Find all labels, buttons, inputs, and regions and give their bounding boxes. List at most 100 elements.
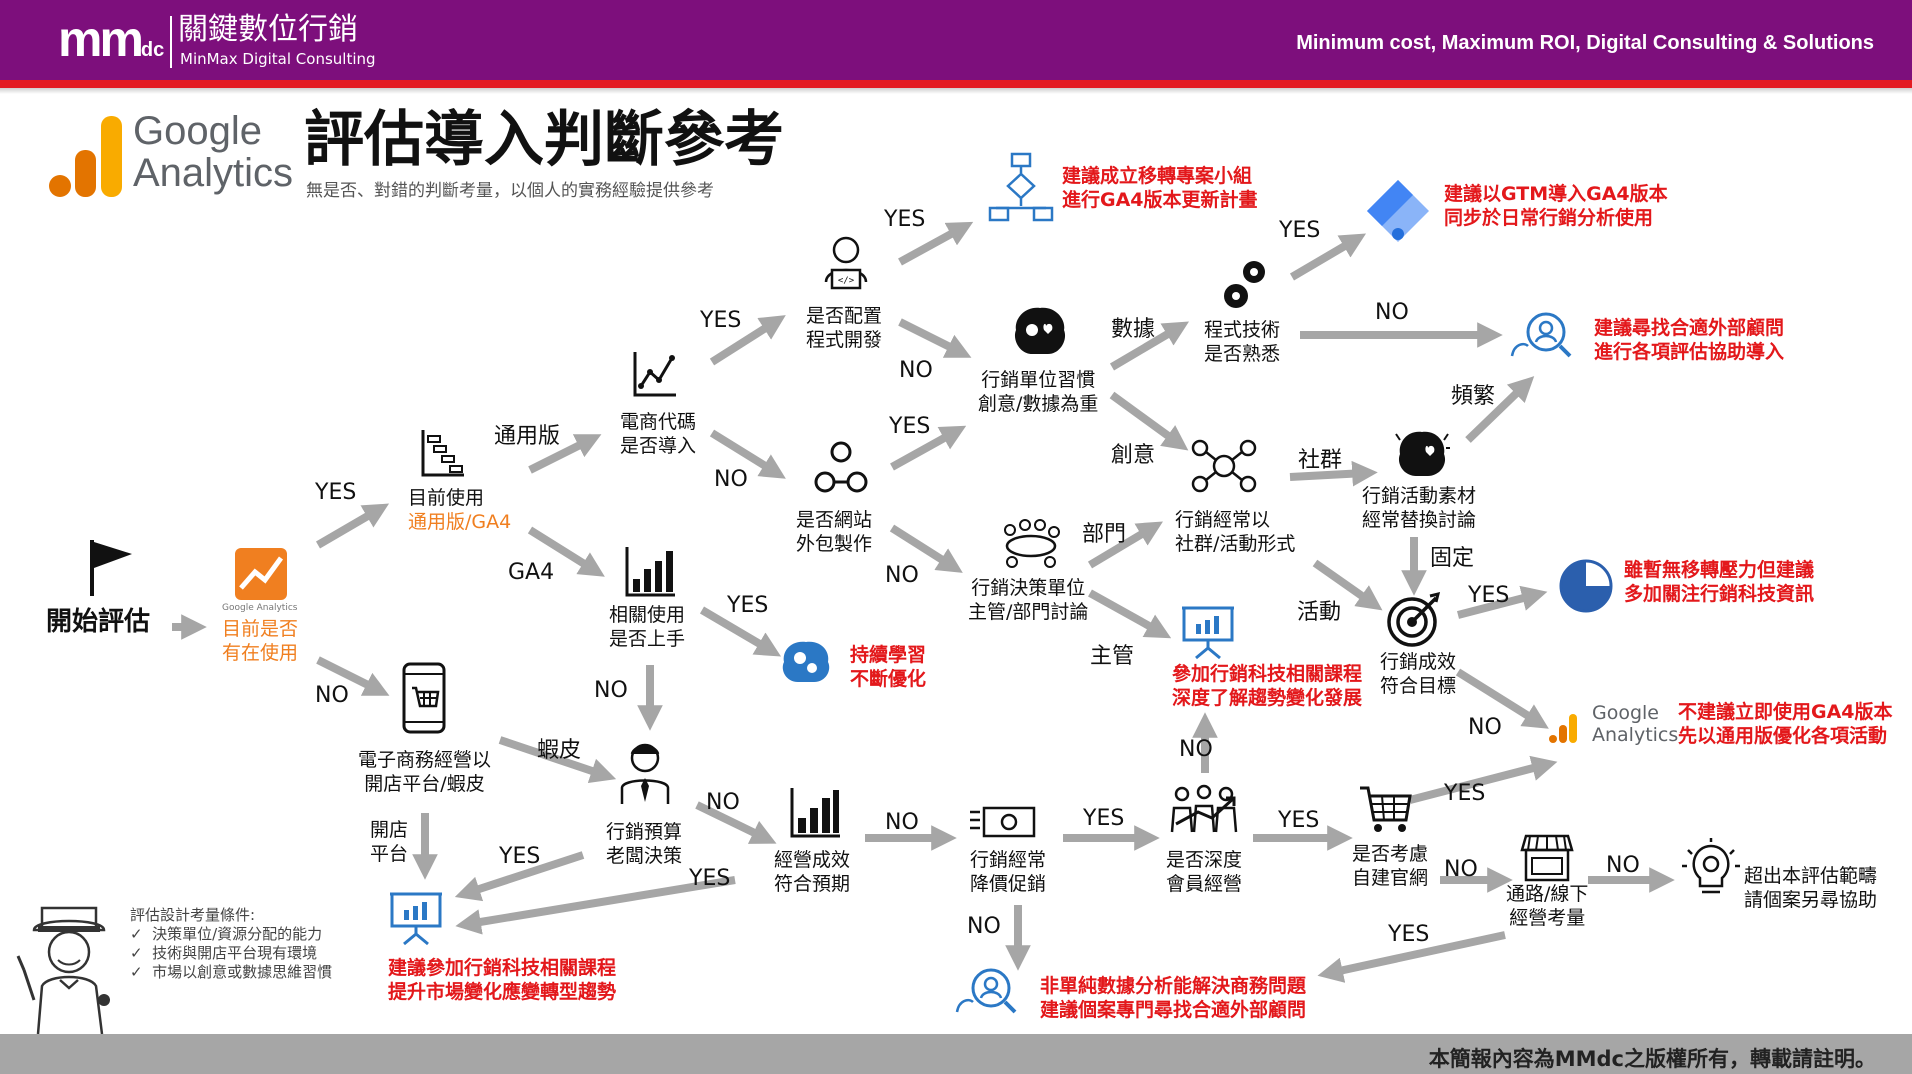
line-chart-icon <box>633 352 676 397</box>
label-shop-platform: 開店平台 <box>370 819 409 865</box>
gtm-result: 建議以GTM導入GA4版本同步於日常行銷分析使用 <box>1444 183 1668 229</box>
label-ga4: GA4 <box>508 560 555 585</box>
arrow-yes-migration <box>898 221 974 266</box>
tech-node: 程式技術是否熟悉 <box>1204 319 1281 365</box>
goal-node: 行銷成效符合目標 <box>1380 651 1457 697</box>
brand-name-cn: 關鍵數位行銷 <box>178 12 358 47</box>
brand-name-en: MinMax Digital Consulting <box>180 50 376 68</box>
learn-result: 持續學習不斷優化 <box>850 644 927 690</box>
idea-bulb-gear-icon <box>1682 838 1740 894</box>
dev-node: 是否配置程式開發 <box>806 305 883 351</box>
google-analytics-trend-icon <box>235 548 287 600</box>
label-data: 數據 <box>1111 317 1156 342</box>
page-title: 評估導入判斷參考 <box>304 105 784 175</box>
course-result: 參加行銷科技相關課程深度了解趨勢變化發展 <box>1172 663 1363 709</box>
arrow-yes-budget-market <box>454 851 585 902</box>
header-tagline: Minimum cost, Maximum ROI, Digital Consu… <box>1296 32 1874 54</box>
label-yes: YES <box>689 866 731 891</box>
label-universal: 通用版 <box>494 424 561 449</box>
label-frequent: 頻繁 <box>1451 384 1496 409</box>
presentation-board-icon <box>1182 606 1234 660</box>
presentation-board-icon <box>390 892 442 946</box>
arrow-frequent <box>1465 376 1535 443</box>
network-people-icon <box>814 441 868 493</box>
gantt-chart-icon <box>421 430 464 477</box>
label-no: NO <box>594 678 628 703</box>
current-use-brand: Google Analytics <box>222 603 298 613</box>
bar-chart-icon <box>625 547 675 597</box>
arrow-no-habit <box>898 318 972 358</box>
label-no: NO <box>315 683 349 708</box>
svg-text:</>: </> <box>838 276 855 286</box>
arrow-ga4 <box>527 526 605 577</box>
complex-result: 非單純數據分析能解決商務問題建議個案專門尋找合適外部顧問 <box>1040 975 1307 1021</box>
pie-chart-icon <box>1559 559 1613 613</box>
flowchart-icon <box>988 152 1054 222</box>
label-yes: YES <box>700 308 742 333</box>
habit-node: 行銷單位習慣創意/數據為重 <box>978 369 1099 415</box>
label-fixed: 固定 <box>1430 546 1475 571</box>
brain-gear-icon <box>782 641 830 682</box>
brand-divider <box>170 16 172 68</box>
member-node: 是否深度會員經營 <box>1166 849 1243 895</box>
label-no: NO <box>967 914 1001 939</box>
social-network-icon <box>1191 439 1257 493</box>
label-no: NO <box>706 790 740 815</box>
ecom-platform-node: 電子商務經營以開店平台/蝦皮 <box>358 749 492 795</box>
label-yes: YES <box>1279 218 1321 243</box>
discount-node: 行銷經常降價促銷 <box>970 849 1047 895</box>
notes-item: ✓ 決策單位/資源分配的能力 <box>130 925 323 943</box>
storefront-icon <box>1520 834 1574 882</box>
watch-result: 雖暫無移轉壓力但建議多加關注行銷科技資訊 <box>1624 559 1815 605</box>
arrow-yes-watch <box>1456 585 1548 619</box>
label-creative: 創意 <box>1111 443 1156 468</box>
arrow-data <box>1109 321 1190 371</box>
material-node: 行銷活動素材經常替換討論 <box>1362 485 1477 531</box>
brain-heart-icon <box>1014 307 1066 354</box>
decision-node: 行銷決策單位主管/部門討論 <box>968 577 1089 623</box>
label-department: 部門 <box>1082 522 1127 547</box>
consultant-search-icon <box>1510 312 1572 358</box>
channel-node: 通路/線下經營考量 <box>1506 883 1589 929</box>
footer-copyright: 本簡報內容為MMdc之版權所有，轉載請註明。 <box>1428 1047 1876 1071</box>
notes-item: ✓ 技術與開店平台現有環境 <box>130 944 318 962</box>
label-yes: YES <box>727 593 769 618</box>
team-growth-icon <box>1170 784 1238 833</box>
google-analytics-logo-icon <box>49 116 122 197</box>
arrow-no-outsourced <box>709 429 786 479</box>
label-yes: YES <box>1468 583 1510 608</box>
presenter-cartoon-icon <box>16 906 110 1034</box>
using-version-node: 目前使用通用版/GA4 <box>408 487 512 533</box>
label-no: NO <box>1606 853 1640 878</box>
arrow-yes-biz-market <box>455 876 736 935</box>
arrow-no-biz <box>695 801 777 844</box>
notes-heading: 評估設計考量條件: <box>130 906 256 924</box>
consultant-result: 建議尋找合適外部顧問進行各項評估協助導入 <box>1594 317 1785 363</box>
boss-icon <box>620 743 670 804</box>
market-result: 建議參加行銷科技相關課程提升市場變化應變轉型趨勢 <box>388 957 617 1003</box>
arrow-department <box>1087 521 1163 569</box>
label-activity: 活動 <box>1297 600 1342 625</box>
migration-result: 建議成立移轉專案小組進行GA4版本更新計畫 <box>1062 165 1258 211</box>
brain-idea-icon <box>1395 431 1450 476</box>
label-no: NO <box>885 563 919 588</box>
header-divider <box>0 80 1912 88</box>
label-no: NO <box>1375 300 1409 325</box>
arrow-yes-channel-complex <box>1317 931 1506 983</box>
arrow-manager <box>1088 589 1172 639</box>
label-shopee: 蝦皮 <box>537 738 582 763</box>
bar-chart-icon <box>790 788 840 838</box>
label-yes: YES <box>884 207 926 232</box>
outsourced-node: 是否網站外包製作 <box>796 509 873 555</box>
label-yes: YES <box>889 414 931 439</box>
developer-icon: </> <box>824 236 868 290</box>
ecom-code-node: 電商代碼是否導入 <box>620 411 697 457</box>
mobile-shop-icon <box>402 662 446 734</box>
page-subtitle: 無是否、對錯的判斷考量，以個人的實務經驗提供參考 <box>306 181 714 201</box>
consultant-search-icon <box>955 968 1017 1014</box>
arrow-social <box>1289 460 1378 487</box>
label-yes: YES <box>499 844 541 869</box>
